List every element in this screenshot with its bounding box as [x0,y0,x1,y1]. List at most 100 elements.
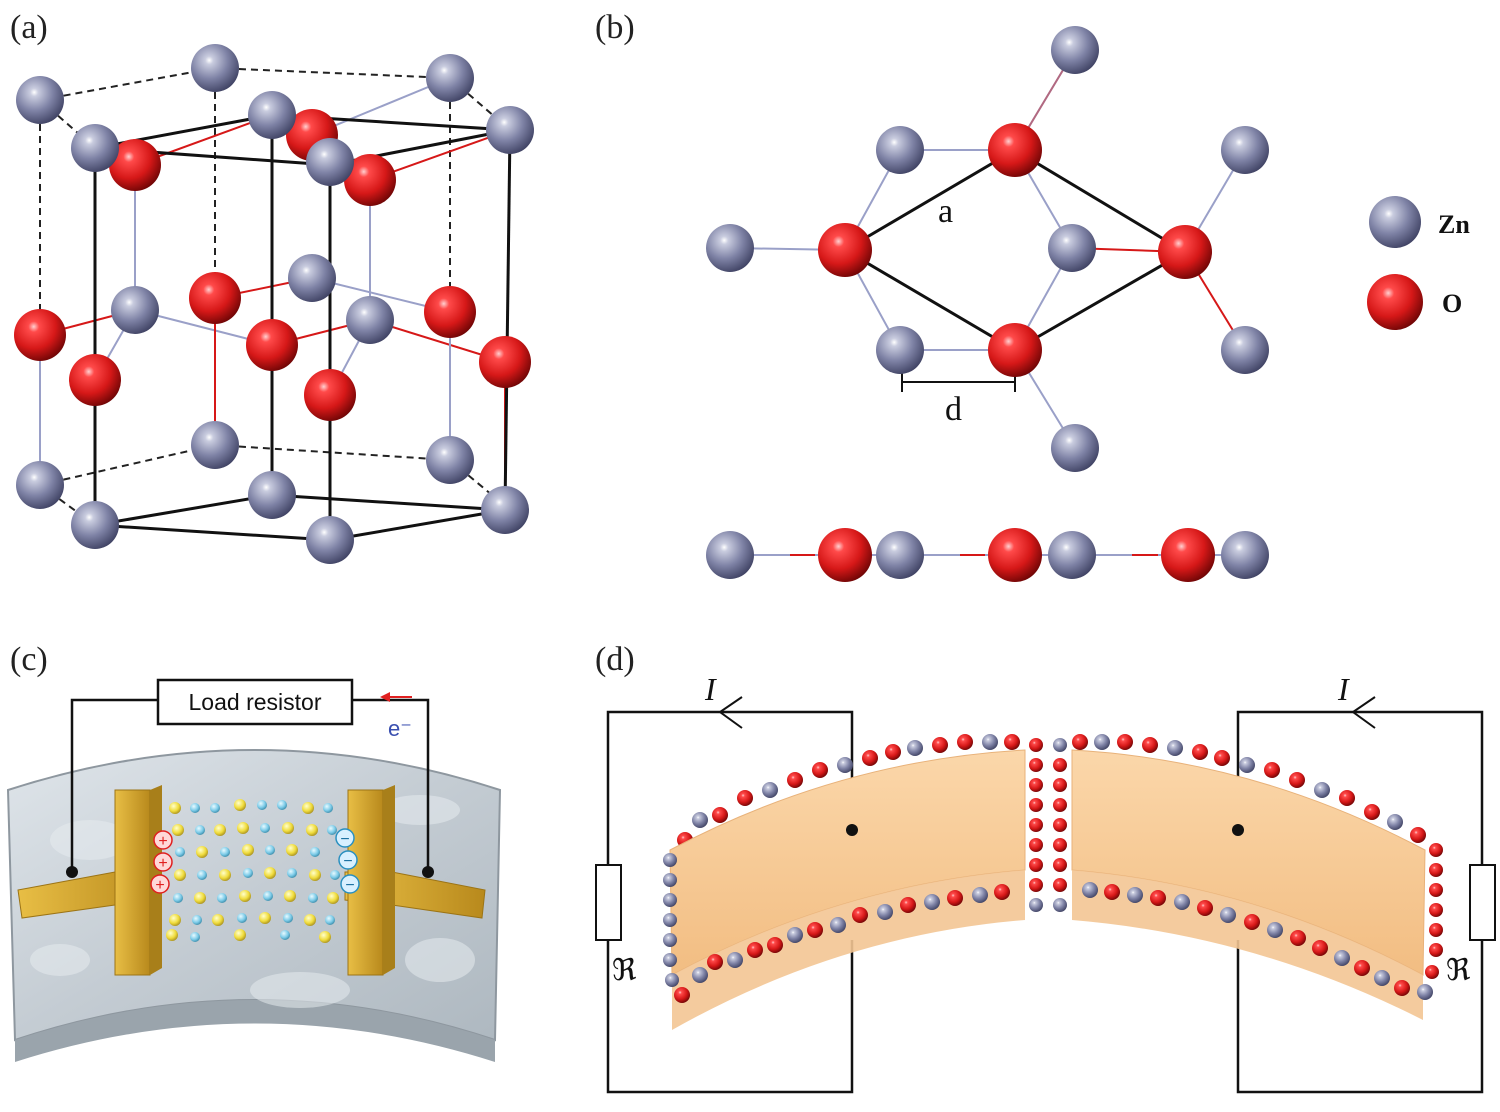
zn-atom [1051,26,1099,74]
lattice-constant-label: a [938,193,953,230]
left-resistor [595,864,622,941]
right-film-contact [1232,824,1244,836]
plus-sign: + [155,877,164,894]
zn-atom [248,471,296,519]
left-electrode [17,785,162,976]
circuit-wires [70,698,430,872]
legend-zn-label: Zn [1438,210,1470,239]
legend: Zn O [1367,196,1470,330]
o-atom [818,223,872,277]
panel-b-atoms [706,26,1269,472]
left-film-middle-atoms [692,884,1010,983]
left-circuit [606,710,854,1094]
panel-d-label: (d) [595,641,635,678]
panel-a: (a) [10,9,534,564]
right-current-label: I [1337,671,1350,707]
load-resistor-box [156,678,354,726]
o-atom [246,319,298,371]
substrate-texture [30,795,475,1008]
zn-atom [481,486,529,534]
zn-atom [876,326,924,374]
zn-atom [1221,326,1269,374]
positive-charges: + + + [150,830,173,894]
electron-label: e⁻ [388,716,412,741]
zn-atom [306,138,354,186]
zn-atom [1051,424,1099,472]
minus-sign: − [343,853,352,870]
plus-sign: + [158,855,167,872]
o-atom [109,139,161,191]
distance-marker [901,372,1016,392]
left-film-side-atoms [663,853,690,1003]
zn-atom [426,436,474,484]
left-film-contact [846,824,858,836]
o-atom [304,369,356,421]
o-atom [424,286,476,338]
zn-atom [486,106,534,154]
legend-o-swatch [1367,274,1423,330]
plus-sign: + [158,833,167,850]
zn-atom [71,501,119,549]
zn-atom [248,91,296,139]
o-atom [988,123,1042,177]
left-current-label: I [704,671,717,707]
right-circuit [1236,710,1484,1094]
zn-atom [16,461,64,509]
panel-d: (d) I ℜ I ℜ [595,641,1496,1094]
right-contact-dot [422,866,434,878]
zn-atom [191,421,239,469]
o-atom [189,272,241,324]
o-atom [988,528,1042,582]
minus-sign: − [340,831,349,848]
o-atom [344,154,396,206]
panel-a-atoms [14,44,534,564]
zn-atom [306,516,354,564]
left-resistor-label: ℜ [612,954,637,987]
zn-atom [1221,531,1269,579]
legend-o-label: O [1442,289,1462,318]
right-film [1071,734,1443,1020]
zn-atom [1221,126,1269,174]
substrate-edge [15,1000,495,1062]
right-resistor [1469,864,1496,941]
zn-atom [426,54,474,102]
zn-atom [1048,224,1096,272]
left-film [663,734,1026,1030]
right-film-middle-atoms [1082,882,1410,996]
zn-atom [706,224,754,272]
o-atom [1161,528,1215,582]
zn-atom [288,254,336,302]
center-column [1029,738,1067,912]
o-atom [479,336,531,388]
minus-sign: − [345,877,354,894]
right-film-side-atoms [1417,843,1443,1000]
zn-atom [71,124,119,172]
zn-atom [876,531,924,579]
panel-c: (c) Load resistor e⁻ [6,641,502,1062]
left-film-top-atoms [677,734,1020,848]
electron-arrow-head [380,692,390,702]
right-resistor-label: ℜ [1446,954,1471,987]
o-atom [14,309,66,361]
zn-atom [111,286,159,334]
panel-c-label: (c) [10,641,48,678]
load-resistor-label: Load resistor [189,689,322,715]
left-contact-dot [66,866,78,878]
o-atom [69,354,121,406]
left-current-arrow [718,696,743,729]
panel-b-side-row [706,528,1269,582]
zn-atom [191,44,239,92]
zn-atom [16,76,64,124]
o-atom [818,528,872,582]
o-atom [988,323,1042,377]
zn-atom [1048,531,1096,579]
panel-a-label: (a) [10,9,48,46]
zn-atom [346,296,394,344]
nanostructure [166,799,340,943]
right-current-arrow [1351,696,1376,729]
legend-zn-swatch [1369,196,1421,248]
negative-charges: − − − [335,828,360,894]
panel-b: (b) a d [595,9,1470,582]
distance-label: d [945,391,962,428]
